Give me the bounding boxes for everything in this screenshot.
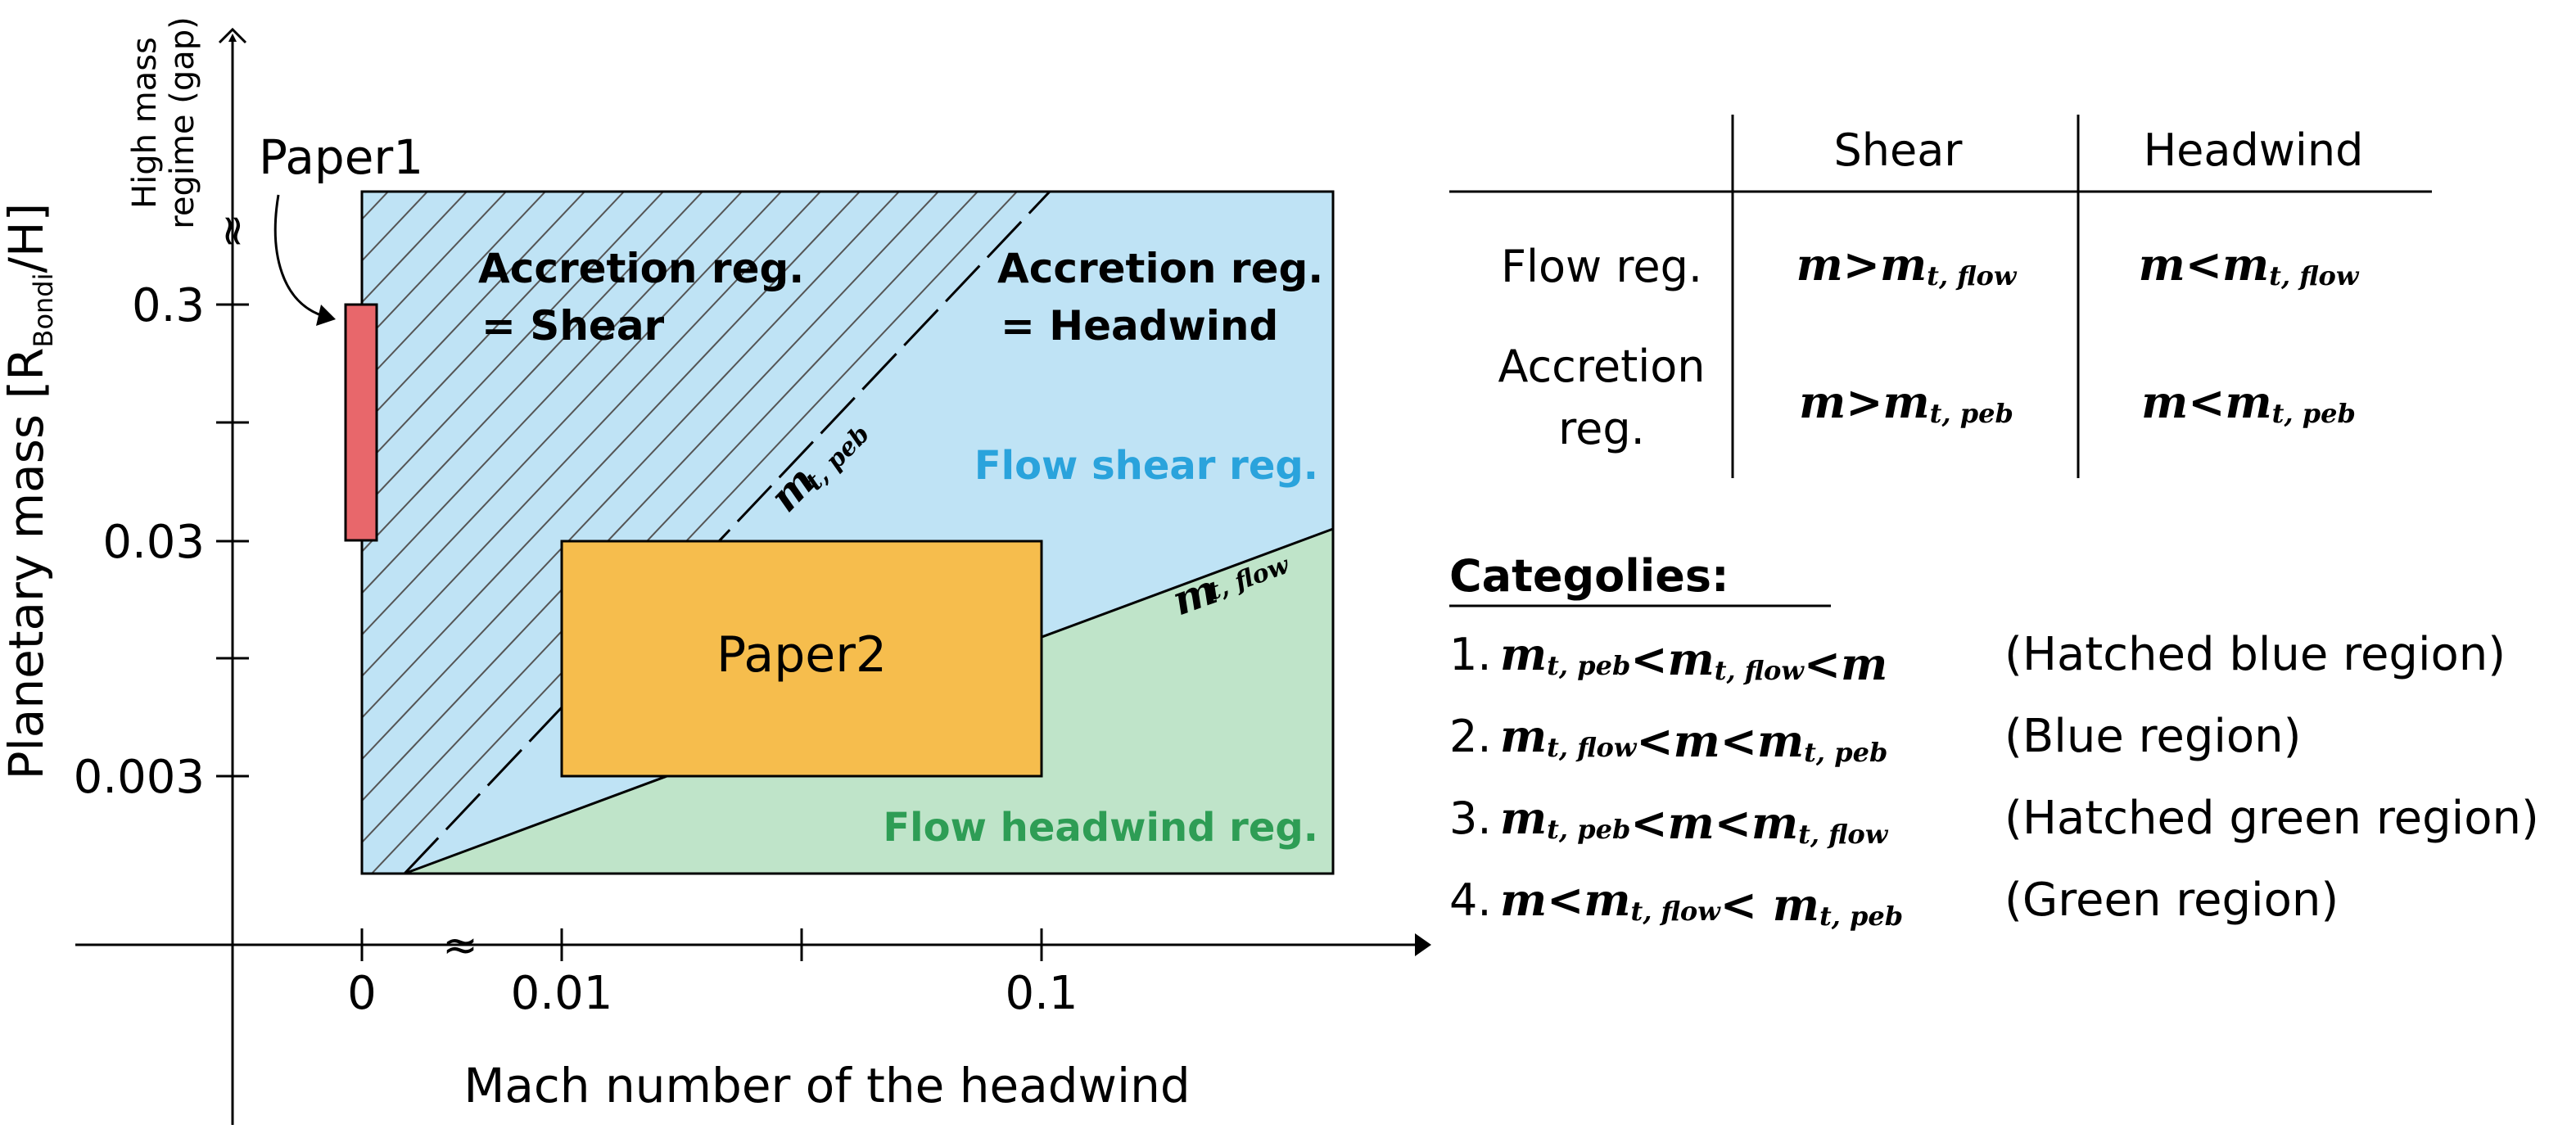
categories-list: 1.mt, peb<mt, flow<m (Hatched blue region… [1449,628,2539,932]
table-cell-accretion-shear: m>mt, peb [1799,376,2013,429]
categories-heading: Categolies: [1449,550,1729,602]
hatch-line [362,192,1050,874]
table-cell-flow-headwind: m<mt, flow [2139,238,2360,291]
table-header-headwind: Headwind [2144,124,2364,176]
hatch-line [362,192,1050,874]
categories-section: Categolies: 1.mt, peb<mt, flow<m (Hatched… [1449,550,2539,932]
x-tick-0.1: 0.1 [1005,967,1078,1020]
table-row-accretion-label-1: Accretion [1498,341,1705,392]
x-tick-0.01: 0.01 [511,967,613,1020]
category-description: (Green region) [2004,874,2339,927]
flow-headwind-label: Flow headwind reg. [883,805,1318,851]
y-axis-label: Planetary mass [RBondi/H] [0,203,59,780]
accretion-shear-label-2: = Shear [481,302,665,350]
category-item: 3.mt, peb<m<mt, flow (Hatched green regio… [1449,792,2539,850]
category-item: 4.m<mt, flow< mt, peb (Green region) [1449,874,2339,932]
hatch-line [362,192,937,874]
category-expression: mt, peb<m<mt, flow [1500,792,1889,850]
category-expression: mt, peb<mt, flow<m [1500,628,1887,690]
category-expression: m<mt, flow< mt, peb [1500,874,1903,932]
category-description: (Hatched green region) [2004,792,2539,845]
category-number: 1. [1449,629,1492,680]
category-description: (Blue region) [2004,710,2302,763]
accretion-headwind-label-2: = Headwind [1001,302,1278,350]
hatch-line [1264,0,2232,1010]
svg-text:High mass: High mass [126,37,164,209]
accretion-shear-label-1: Accretion reg. [478,245,804,292]
hatch-line [362,192,976,874]
y-tick-0.003: 0.003 [74,751,205,804]
category-expression: mt, flow<m<mt, peb [1500,710,1887,768]
plot-area: Paper2 Accretion reg. = Shear Accretion … [344,0,2271,1010]
category-item: 1.mt, peb<mt, flow<m (Hatched blue region… [1449,628,2506,690]
hatch-line [362,192,1015,874]
y-axis-break: ≈ [209,213,258,249]
y-tick-0.03: 0.03 [102,516,205,569]
y-axis-top-label: High mass regime (gap) [126,16,201,228]
table-cell-accretion-headwind: m<mt, peb [2141,376,2356,429]
flow-shear-label: Flow shear reg. [974,443,1318,489]
category-number: 4. [1449,874,1492,926]
category-number: 2. [1449,711,1492,762]
table-row-accretion-label-2: reg. [1558,403,1645,454]
paper2-box [560,540,1043,778]
accretion-headwind-label-1: Accretion reg. [997,245,1323,292]
x-axis-label: Mach number of the headwind [463,1058,1190,1113]
hatch-line [1225,0,2193,1010]
hatch-line [362,192,897,874]
category-description: (Hatched blue region) [2004,628,2506,681]
table-row-flow-label: Flow reg. [1501,241,1702,292]
hatch-line [362,192,1050,874]
paper1-bar [344,303,378,542]
axes: 0.3 0.03 0.003 ≈ ≈ 0 0.01 0.1 Mach numbe… [0,16,1431,1125]
hatch-line [362,192,1050,874]
category-item: 2.mt, flow<m<mt, peb (Blue region) [1449,710,2302,768]
paper1-arrow [273,194,324,318]
paper2-label: Paper2 [716,626,887,684]
regime-table: Shear Headwind Flow reg. Accretion reg. … [1449,115,2432,478]
x-axis-break: ≈ [442,921,478,970]
svg-text:Planetary mass [RBondi/H]: Planetary mass [RBondi/H] [0,203,59,780]
hatch-line [1304,0,2271,1010]
table-header-shear: Shear [1833,124,1963,176]
m-t-peb-line [403,190,1051,875]
paper1-label: Paper1 [259,129,423,185]
table-cell-flow-shear: m>mt, flow [1796,238,2018,291]
hatch-line [362,192,1050,874]
x-tick-0: 0 [347,967,377,1020]
svg-text:regime (gap): regime (gap) [164,16,201,228]
category-number: 3. [1449,793,1492,844]
y-tick-0.3: 0.3 [132,279,205,332]
